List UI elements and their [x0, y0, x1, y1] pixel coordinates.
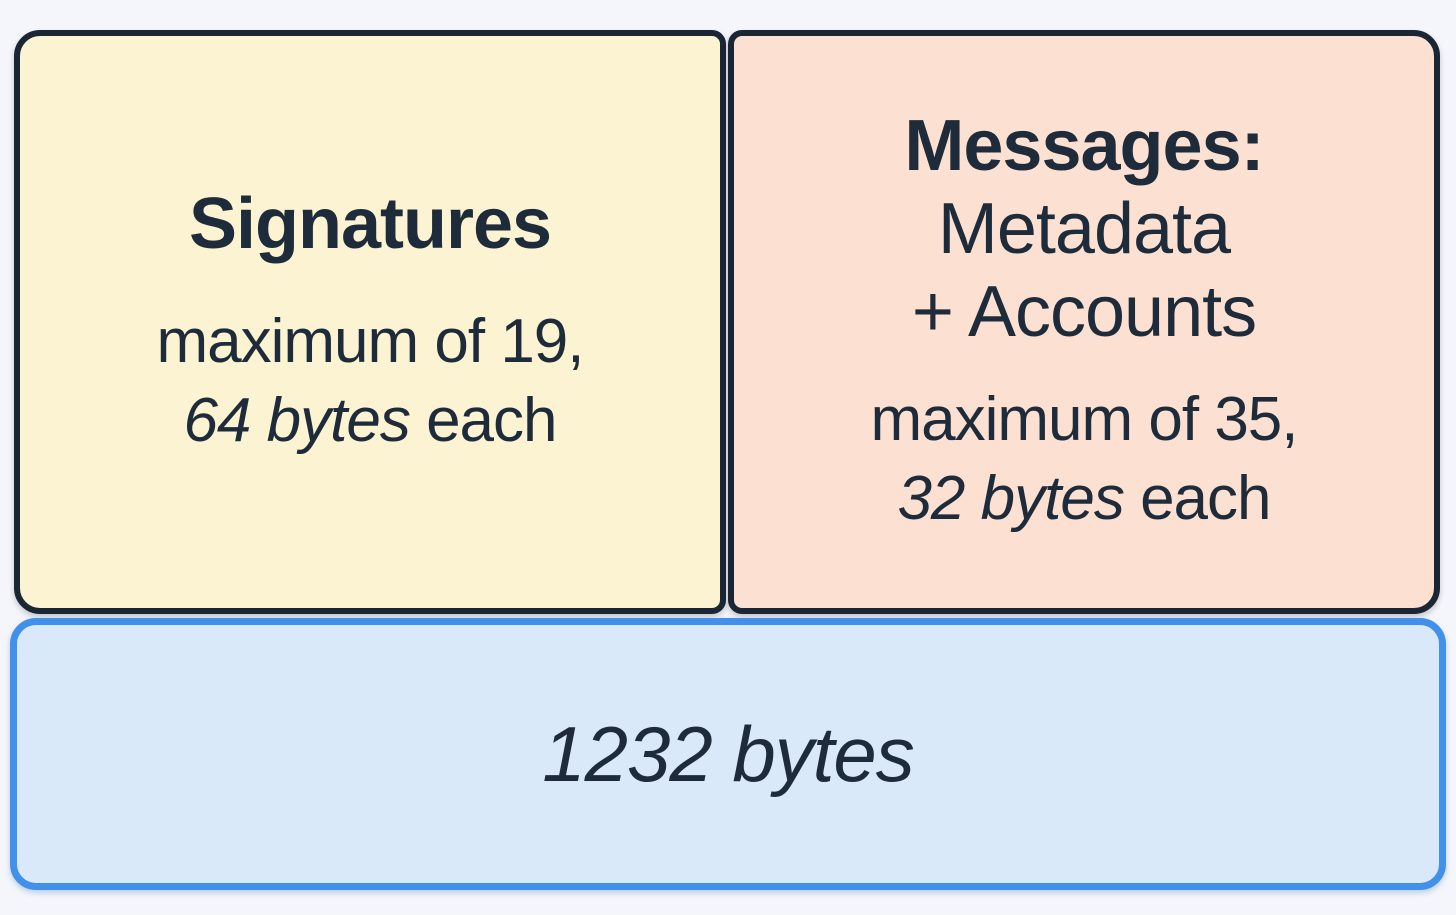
messages-detail-line2-bytes: 32 bytes — [897, 464, 1124, 534]
total-bytes-box: 1232 bytes — [10, 618, 1446, 890]
messages-title: Messages: — [904, 106, 1264, 187]
messages-detail: maximum of 35, 32 bytes each — [870, 380, 1298, 539]
messages-detail-line1: maximum of 35, — [870, 384, 1298, 454]
messages-detail-line2-each: each — [1140, 464, 1271, 534]
signatures-title: Signatures — [188, 184, 552, 265]
messages-subtitle-accounts: + Accounts — [911, 272, 1257, 353]
signatures-detail-line1: maximum of 19, — [156, 307, 584, 377]
signatures-box: Signatures maximum of 19, 64 bytes each — [14, 30, 726, 614]
signatures-detail: maximum of 19, 64 bytes each — [156, 302, 584, 461]
messages-box: Messages: Metadata + Accounts maximum of… — [728, 30, 1440, 614]
top-row: Signatures maximum of 19, 64 bytes each … — [14, 30, 1440, 614]
total-bytes-label: 1232 bytes — [542, 709, 915, 798]
messages-subtitle-metadata: Metadata — [937, 189, 1231, 270]
signatures-detail-line2-bytes: 64 bytes — [183, 386, 410, 456]
signatures-detail-line2-each: each — [426, 386, 557, 456]
